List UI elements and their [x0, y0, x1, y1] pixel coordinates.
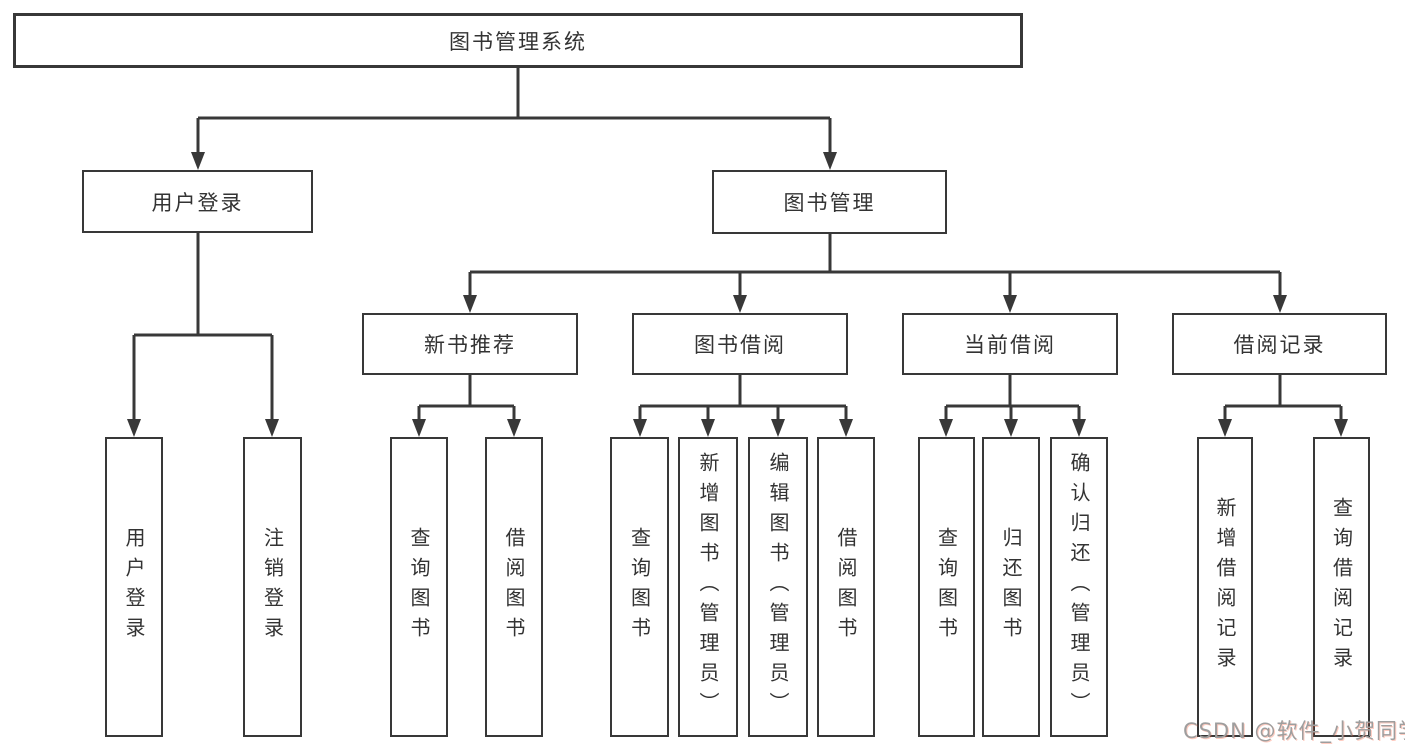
csdn-watermark: CSDN @软件_小贺同学 — [1183, 719, 1405, 743]
leaf-add-borrow-record: 新增借阅记录 — [1197, 437, 1253, 737]
connector-userlogin-to-leaves — [132, 233, 274, 420]
node-label: 注销登录 — [260, 527, 285, 647]
leaf-logout: 注销登录 — [243, 437, 302, 737]
leaf-query-books-recommend: 查询图书 — [390, 437, 448, 737]
node-label: 查询图书 — [934, 527, 959, 647]
leaf-add-books-admin: 新增图书（管理员） — [678, 437, 738, 737]
arrowhead — [412, 419, 426, 437]
node-book-management: 图书管理 — [712, 170, 947, 234]
connector-newbook-to-leaves — [417, 375, 516, 420]
leaf-borrow-books-recommend: 借阅图书 — [485, 437, 543, 737]
arrowhead — [839, 419, 853, 437]
node-borrowing-records: 借阅记录 — [1172, 313, 1387, 375]
node-current-borrowing: 当前借阅 — [902, 313, 1118, 375]
connector-current-to-leaves — [944, 375, 1081, 420]
node-label: 用户登录 — [122, 527, 146, 647]
arrowhead — [701, 419, 715, 437]
arrowhead — [127, 419, 141, 437]
node-label: 图书管理系统 — [449, 29, 587, 54]
leaf-user-login: 用户登录 — [105, 437, 163, 737]
leaf-borrow-books: 借阅图书 — [817, 437, 875, 737]
arrowhead — [1004, 419, 1018, 437]
node-book-borrowing: 图书借阅 — [632, 313, 848, 375]
leaf-query-books-borrowing: 查询图书 — [610, 437, 669, 737]
node-label: 用户登录 — [151, 190, 244, 215]
arrowhead — [633, 419, 647, 437]
arrowhead — [823, 152, 837, 170]
node-label: 新增图书（管理员） — [696, 452, 720, 722]
node-label: 查询图书 — [407, 527, 431, 647]
node-label: 确认归还（管理员） — [1067, 452, 1091, 722]
connector-bookmgmt-to-level3 — [468, 234, 1282, 296]
arrowhead — [1218, 419, 1232, 437]
node-library-management-system: 图书管理系统 — [13, 13, 1023, 68]
arrowhead — [191, 152, 205, 170]
connector-borrowing-to-leaves — [638, 375, 848, 420]
leaf-query-borrow-record: 查询借阅记录 — [1313, 437, 1370, 737]
leaf-query-books-current: 查询图书 — [918, 437, 975, 737]
arrowhead — [939, 419, 953, 437]
arrowhead — [1003, 295, 1017, 313]
arrowhead — [507, 419, 521, 437]
node-label: 借阅记录 — [1233, 333, 1326, 357]
node-label: 借阅图书 — [834, 527, 858, 647]
node-label: 借阅图书 — [502, 527, 526, 647]
connector-records-to-leaves — [1223, 375, 1343, 420]
node-label: 当前借阅 — [964, 333, 1056, 357]
node-label: 新书推荐 — [424, 333, 516, 357]
node-label: 编辑图书（管理员） — [766, 452, 790, 722]
leaf-edit-books-admin: 编辑图书（管理员） — [748, 437, 808, 737]
node-label: 新增借阅记录 — [1213, 497, 1237, 677]
arrowhead — [265, 419, 279, 437]
arrowhead — [463, 295, 477, 313]
node-label: 查询图书 — [627, 527, 652, 647]
node-new-book-recommendation: 新书推荐 — [362, 313, 578, 375]
arrowhead — [1273, 295, 1287, 313]
arrowhead — [1072, 419, 1086, 437]
node-label: 图书管理 — [783, 191, 876, 215]
node-label: 图书借阅 — [694, 333, 786, 357]
node-user-login: 用户登录 — [82, 170, 313, 233]
arrowhead — [771, 419, 785, 437]
arrowhead — [1334, 419, 1348, 437]
connector-root-to-level2 — [196, 68, 832, 153]
node-label: 查询借阅记录 — [1329, 497, 1354, 677]
node-label: 归还图书 — [999, 527, 1023, 647]
arrowhead — [733, 295, 747, 313]
leaf-confirm-return-admin: 确认归还（管理员） — [1050, 437, 1108, 737]
leaf-return-books: 归还图书 — [982, 437, 1040, 737]
